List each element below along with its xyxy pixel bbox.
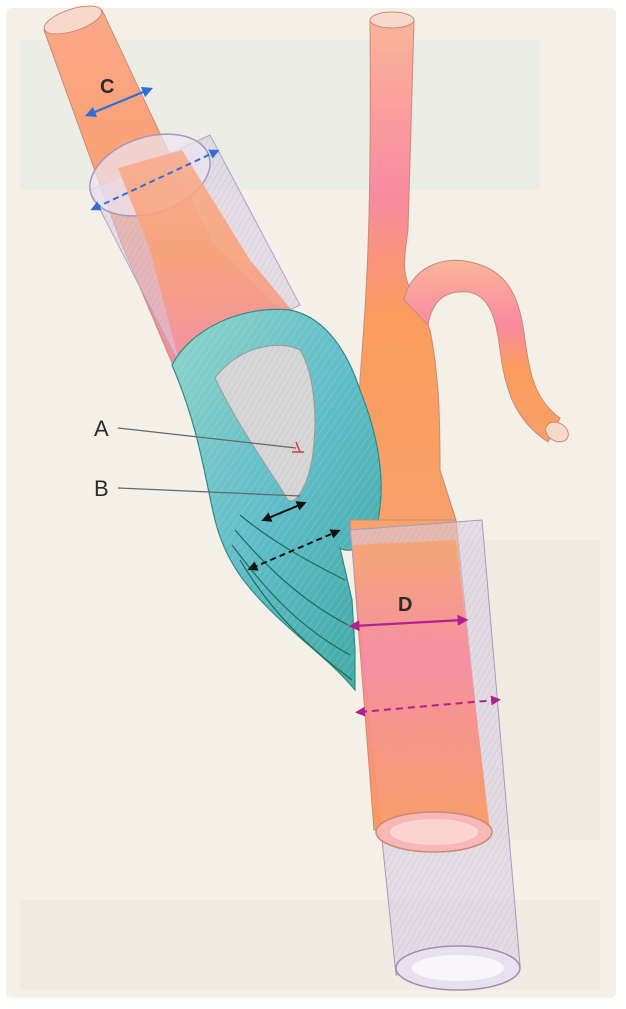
label-d: D [398, 594, 412, 616]
label-a: A [94, 416, 109, 441]
lower-graft-sleeve-bottom-lumen [412, 955, 504, 981]
right-artery-top-opening [370, 12, 414, 28]
label-c: C [100, 76, 114, 98]
lower-artery-lumen [390, 819, 478, 845]
label-b: B [94, 476, 109, 501]
